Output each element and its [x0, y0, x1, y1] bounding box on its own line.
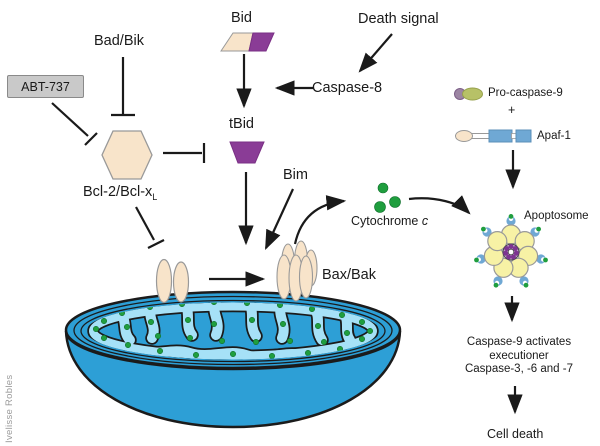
cascade-line2: executioner — [489, 349, 549, 362]
matrix-granules — [93, 302, 373, 359]
inhibition-bars — [51, 57, 206, 249]
bid-label: Bid — [231, 10, 252, 26]
tbar-badbik-to-bcl2 — [111, 57, 135, 117]
mitochondrion-icon — [64, 290, 402, 429]
cascade-line1: Caspase-9 activates — [466, 336, 572, 348]
bcl2-label: Bcl-2/Bcl-xL — [83, 184, 158, 203]
bcl2-hexagon-icon — [101, 130, 153, 180]
arrow-pore-to-cytc — [293, 195, 347, 245]
plus-sign: + — [508, 103, 516, 117]
cristae — [87, 302, 379, 360]
bid-protein-icon — [220, 32, 275, 52]
arrow-deathsignal-to-caspase8 — [358, 33, 393, 73]
author-credit: Ivelisse Robles — [4, 374, 15, 443]
cytochrome-label-main: Cytochrome — [351, 214, 419, 228]
bax-bak-oligomer-icon — [276, 240, 318, 302]
tbar-bcl2-to-baxbak — [135, 206, 165, 249]
pro-caspase9-label: Pro-caspase-9 — [488, 87, 563, 99]
bcl2-label-main: Bcl-2/Bcl-x — [83, 184, 153, 200]
apoptosome-hub-icon — [502, 243, 520, 261]
abt737-label: ABT-737 — [21, 79, 70, 94]
cell-death-label: Cell death — [487, 427, 544, 441]
arrows — [209, 33, 523, 415]
bax-bak-label: Bax/Bak — [322, 267, 376, 283]
caspase-cascade-text: Caspase-9 activates executioner Caspase-… — [439, 336, 599, 377]
bad-bik-label: Bad/Bik — [94, 33, 144, 49]
apoptosome-icon — [474, 214, 548, 288]
tbid-protein-icon — [229, 141, 265, 164]
abt737-box: ABT-737 — [7, 75, 84, 98]
apaf1-label: Apaf-1 — [537, 130, 571, 142]
arrow-cytc-to-apoptosome — [408, 195, 471, 215]
cytochrome-c-label: Cytochrome c — [351, 214, 429, 229]
bim-label: Bim — [283, 167, 308, 183]
pro-caspase9-icon — [454, 87, 483, 101]
tbar-abt737-to-bcl2 — [51, 102, 98, 146]
cytochrome-c-dots-icon — [374, 182, 401, 213]
bcl2-label-subscript: L — [152, 191, 158, 202]
apaf1-icon — [455, 129, 532, 143]
cytochrome-label-c: c — [421, 214, 429, 228]
tbid-label: tBid — [229, 116, 254, 132]
tbar-bcl2-to-tbid — [163, 143, 206, 163]
arrow-bim-to-baxbak — [264, 188, 295, 251]
cascade-line3: Caspase-3, -6 and -7 — [464, 363, 574, 375]
death-signal-label: Death signal — [358, 11, 439, 27]
caspase8-label: Caspase-8 — [312, 80, 383, 96]
bax-bak-monomers-icon — [155, 258, 190, 304]
apoptosome-label: Apoptosome — [524, 210, 589, 222]
